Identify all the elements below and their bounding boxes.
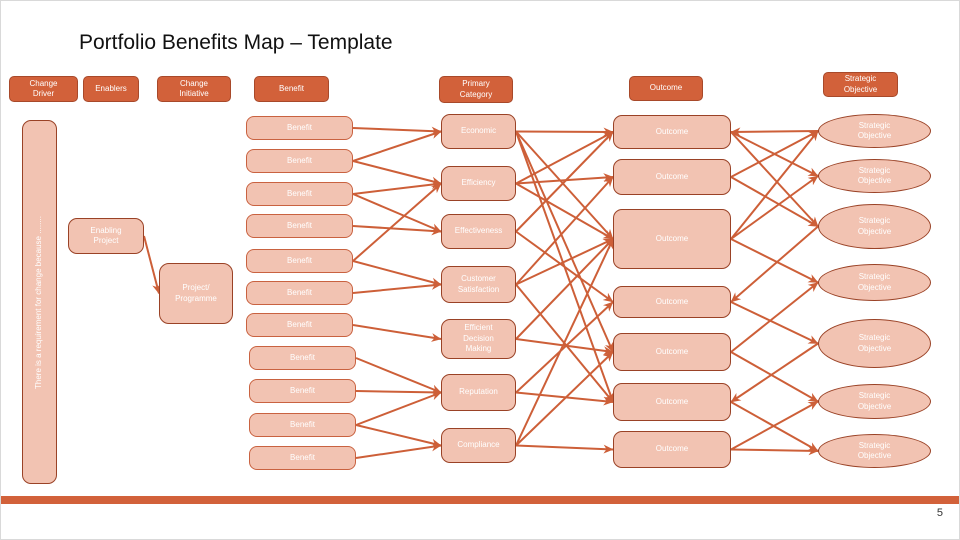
category-node-effectiveness: Effectiveness [441, 214, 516, 249]
strategic-objective-node: Strategic Objective [818, 264, 931, 301]
header-primary-category: Primary Category [439, 76, 513, 103]
benefit-node: Benefit [249, 346, 356, 370]
header-outcome: Outcome [629, 76, 703, 101]
change-driver-text: There is a requirement for change becaus… [34, 215, 44, 389]
page-number: 5 [936, 507, 943, 519]
header-strategic-objective: Strategic Objective [823, 72, 898, 97]
category-node-economic: Economic [441, 114, 516, 149]
outcome-node: Outcome [613, 159, 731, 195]
change-driver-node: There is a requirement for change becaus… [22, 120, 57, 484]
benefit-node: Benefit [246, 149, 353, 173]
category-node-efficiency: Efficiency [441, 166, 516, 201]
strategic-objective-node: Strategic Objective [818, 384, 931, 419]
benefit-node: Benefit [246, 313, 353, 337]
outcome-node: Outcome [613, 209, 731, 269]
benefit-node: Benefit [246, 214, 353, 238]
outcome-node: Outcome [613, 333, 731, 371]
page-title: Portfolio Benefits Map – Template [79, 31, 393, 54]
outcome-node: Outcome [613, 431, 731, 468]
outcome-node: Outcome [613, 115, 731, 149]
benefit-node: Benefit [249, 446, 356, 470]
category-node-efficient-decision-making: Efficient Decision Making [441, 319, 516, 359]
strategic-objective-node: Strategic Objective [818, 159, 931, 193]
category-node-compliance: Compliance [441, 428, 516, 463]
header-change-driver: Change Driver [9, 76, 78, 102]
category-node-reputation: Reputation [441, 374, 516, 411]
benefit-node: Benefit [246, 116, 353, 140]
header-change-initiative: Change Initiative [157, 76, 231, 102]
outcome-node: Outcome [613, 383, 731, 421]
benefit-node: Benefit [249, 379, 356, 403]
category-node-customer-satisfaction: Customer Satisfaction [441, 266, 516, 303]
header-enablers: Enablers [83, 76, 139, 102]
header-benefit: Benefit [254, 76, 329, 102]
benefit-node: Benefit [249, 413, 356, 437]
enabling-project-node: Enabling Project [68, 218, 144, 254]
benefit-node: Benefit [246, 182, 353, 206]
strategic-objective-node: Strategic Objective [818, 114, 931, 148]
benefit-node: Benefit [246, 249, 353, 273]
benefit-node: Benefit [246, 281, 353, 305]
strategic-objective-node: Strategic Objective [818, 319, 931, 368]
strategic-objective-node: Strategic Objective [818, 434, 931, 468]
outcome-node: Outcome [613, 286, 731, 318]
strategic-objective-node: Strategic Objective [818, 204, 931, 249]
footer-accent-bar [1, 496, 959, 504]
project-programme-node: Project/ Programme [159, 263, 233, 324]
